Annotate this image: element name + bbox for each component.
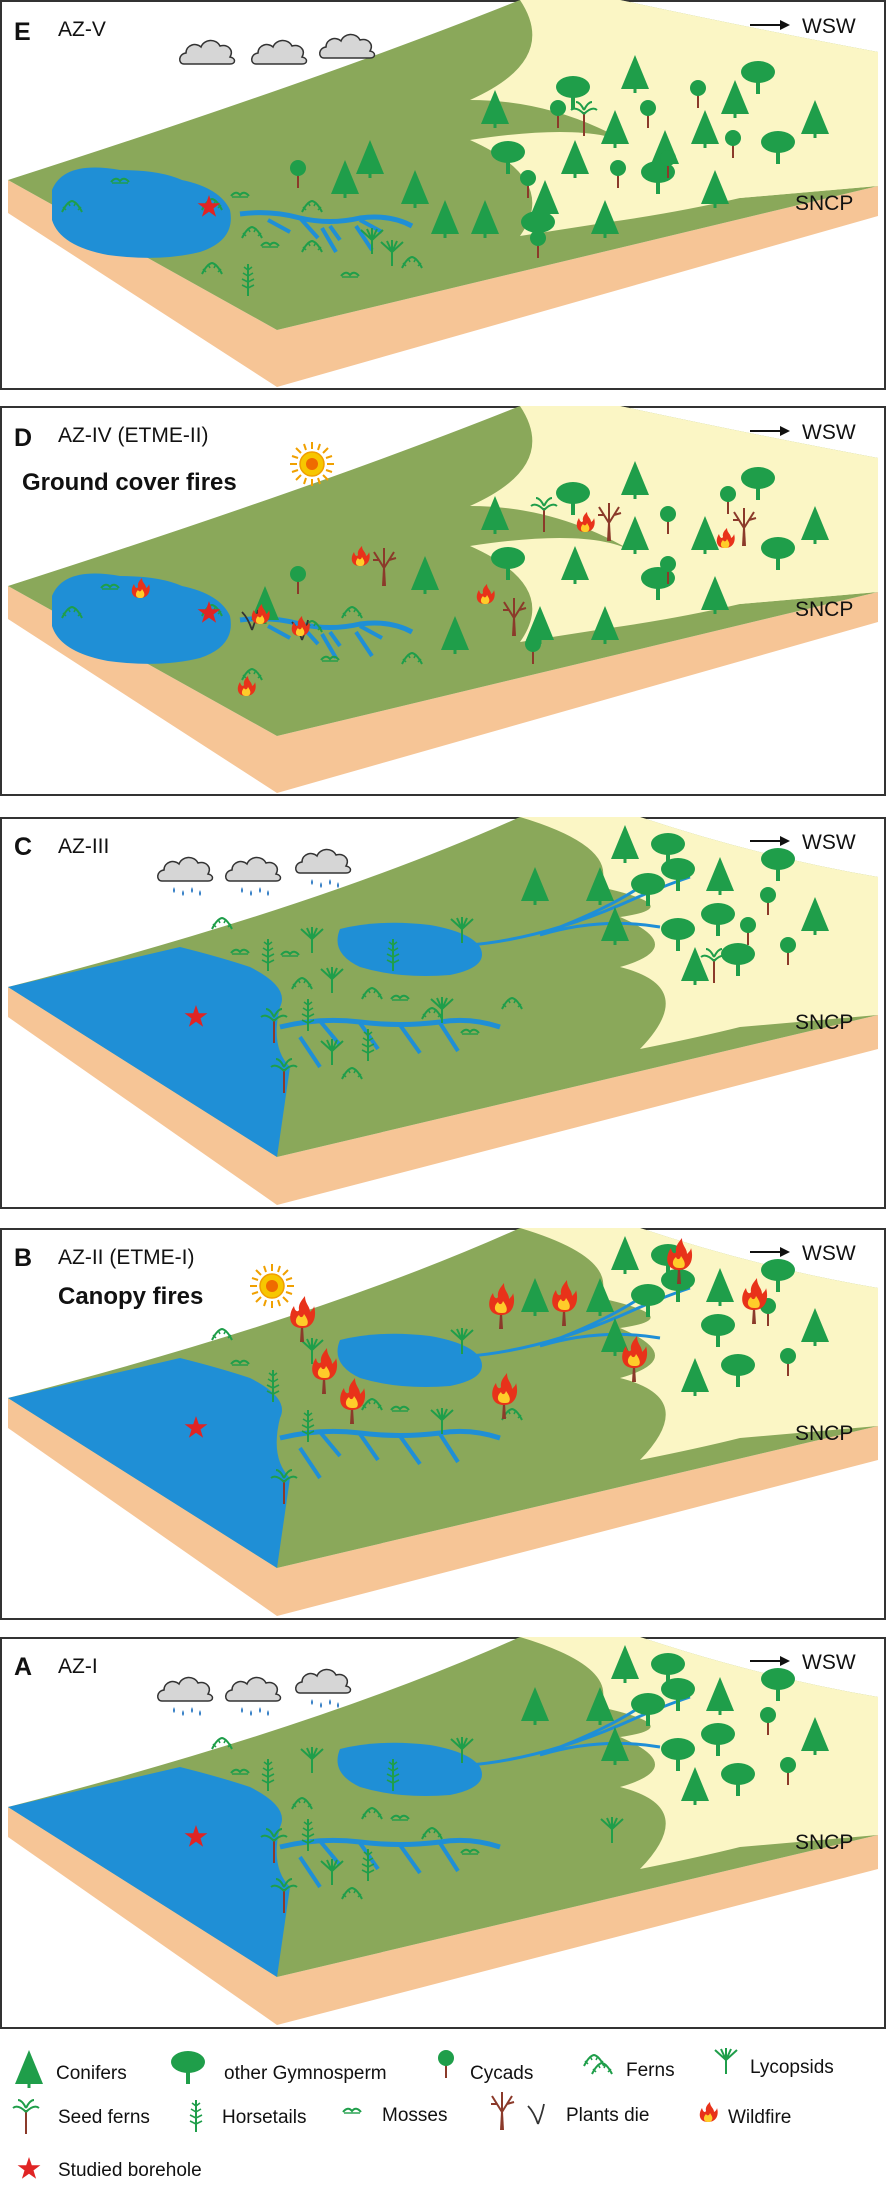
panel-subtitle: Canopy fires bbox=[58, 1283, 203, 1310]
seed-fern-icon bbox=[12, 2099, 40, 2135]
panel-d: D AZ-IV (ETME-II) Ground cover fires WSW… bbox=[0, 406, 886, 796]
panel-label: AZ-IV (ETME-II) bbox=[58, 424, 209, 447]
cycad-icon bbox=[437, 2049, 455, 2079]
terrain-block bbox=[8, 1637, 878, 2025]
gymnosperm-icon bbox=[171, 2051, 205, 2084]
legend-label: Studied borehole bbox=[58, 2160, 202, 2181]
legend-label: Ferns bbox=[626, 2060, 675, 2081]
legend-label: Cycads bbox=[470, 2063, 533, 2084]
legend-item-seed-ferns: Seed ferns bbox=[12, 2099, 150, 2135]
direction-label: WSW bbox=[802, 1651, 856, 1674]
legend-item-horsetails: Horsetails bbox=[189, 2099, 306, 2133]
direction-label: WSW bbox=[802, 831, 856, 854]
legend-item-lycopsids: Lycopsids bbox=[714, 2047, 834, 2078]
direction-indicator: WSW bbox=[750, 1651, 856, 1674]
region-label: SNCP bbox=[795, 598, 853, 621]
panel-letter: B bbox=[14, 1244, 32, 1272]
legend-label: Conifers bbox=[56, 2063, 127, 2084]
panel-label: AZ-I bbox=[58, 1655, 98, 1678]
panel-letter: E bbox=[14, 18, 31, 46]
legend-item-plants-die: Plants die bbox=[490, 2091, 649, 2131]
direction-label: WSW bbox=[802, 1242, 856, 1265]
legend-label: Wildfire bbox=[728, 2107, 791, 2128]
region-label: SNCP bbox=[795, 1831, 853, 1854]
panel-a: A AZ-I WSW SNCP bbox=[0, 1637, 886, 2029]
lycopsid-icon bbox=[714, 2047, 738, 2075]
region-label: SNCP bbox=[795, 1011, 853, 1034]
conifer-icon bbox=[15, 2050, 43, 2088]
dead-tree-icon bbox=[490, 2091, 515, 2131]
panel-e: E AZ-V WSW SNCP bbox=[0, 0, 886, 390]
sun-icon bbox=[249, 1263, 295, 1309]
terrain-block bbox=[8, 0, 878, 387]
legend-label: other Gymnosperm bbox=[224, 2063, 387, 2084]
legend-label: Horsetails bbox=[222, 2107, 306, 2128]
legend: Conifers other Gymnosperm Cycads Ferns L… bbox=[12, 2047, 834, 2181]
panel-letter: A bbox=[14, 1653, 32, 1681]
legend-label: Plants die bbox=[566, 2105, 649, 2126]
panel-label: AZ-III bbox=[58, 835, 109, 858]
horsetail-icon bbox=[189, 2099, 203, 2133]
wildfire-icon bbox=[699, 2102, 718, 2122]
panel-b: B AZ-II (ETME-I) Canopy fires WSW SNCP bbox=[0, 1228, 886, 1620]
terrain-block bbox=[8, 817, 878, 1205]
moss-icon bbox=[342, 2107, 362, 2114]
direction-indicator: WSW bbox=[750, 15, 856, 38]
legend-label: Mosses bbox=[382, 2105, 447, 2126]
star-icon bbox=[17, 2157, 41, 2179]
legend-item-cycads: Cycads bbox=[437, 2049, 533, 2084]
legend-item-mosses: Mosses bbox=[342, 2105, 447, 2126]
sun-icon bbox=[289, 441, 335, 487]
panel-letter: D bbox=[14, 424, 32, 452]
legend-item-conifers: Conifers bbox=[15, 2050, 127, 2088]
legend-item-wildfire: Wildfire bbox=[699, 2102, 791, 2128]
panel-c: C AZ-III WSW SNCP bbox=[0, 817, 886, 1209]
direction-label: WSW bbox=[802, 421, 856, 444]
panel-label: AZ-V bbox=[58, 18, 106, 41]
direction-indicator: WSW bbox=[750, 1242, 856, 1265]
legend-item-ferns: Ferns bbox=[583, 2054, 675, 2081]
dead-plant-icon bbox=[527, 2103, 545, 2125]
direction-label: WSW bbox=[802, 15, 856, 38]
legend-item-borehole: Studied borehole bbox=[17, 2157, 202, 2181]
panel-subtitle: Ground cover fires bbox=[22, 469, 237, 496]
direction-indicator: WSW bbox=[750, 831, 856, 854]
panel-label: AZ-II (ETME-I) bbox=[58, 1246, 194, 1269]
legend-item-gymnosperm: other Gymnosperm bbox=[171, 2051, 387, 2084]
legend-label: Seed ferns bbox=[58, 2107, 150, 2128]
region-label: SNCP bbox=[795, 192, 853, 215]
terrain-block bbox=[8, 1228, 878, 1616]
legend-label: Lycopsids bbox=[750, 2057, 834, 2078]
direction-indicator: WSW bbox=[750, 421, 856, 444]
region-label: SNCP bbox=[795, 1422, 853, 1445]
panel-letter: C bbox=[14, 833, 32, 861]
